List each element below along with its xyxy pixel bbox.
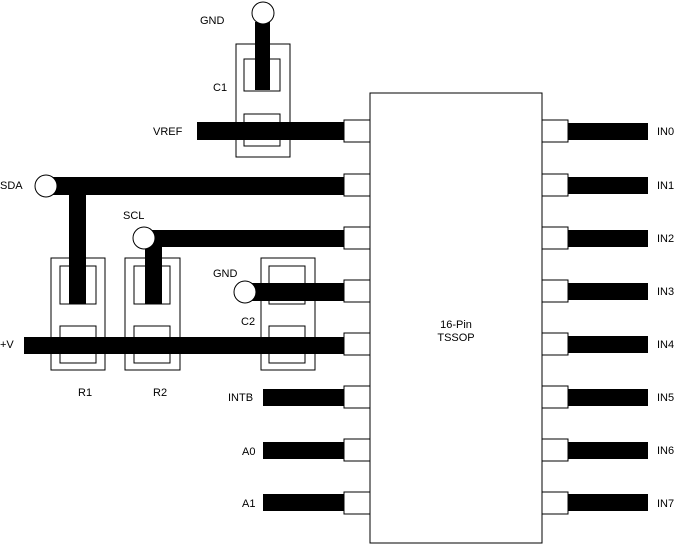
trace-intb	[263, 389, 344, 406]
label-in4: IN4	[657, 339, 674, 351]
trace-scl	[145, 230, 344, 247]
label-in1: IN1	[657, 180, 674, 192]
scl-via	[132, 226, 156, 250]
ic-pad-right-8	[541, 491, 569, 515]
trace-in6	[568, 442, 648, 459]
ic-pad-left-4	[343, 279, 371, 303]
trace-gnd-c2	[246, 283, 344, 301]
ic-pad-right-1	[541, 119, 569, 143]
ic-label-line1: 16-Pin	[440, 319, 472, 331]
ic-pad-left-8	[343, 491, 371, 515]
label-a0: A0	[242, 446, 255, 458]
trace-scl-r2	[145, 230, 162, 304]
trace-in7	[568, 494, 648, 511]
label-intb: INTB	[228, 392, 253, 404]
ic-label-line2: TSSOP	[437, 332, 474, 344]
gnd-top-via	[251, 1, 275, 25]
label-r1: R1	[78, 387, 92, 399]
label-in7: IN7	[657, 498, 674, 510]
label-gnd-top: GND	[200, 15, 225, 27]
ic-left-pads	[343, 119, 371, 515]
ic-pad-right-4	[541, 279, 569, 303]
label-r2: R2	[153, 387, 167, 399]
ic-body	[369, 92, 543, 544]
label-c2: C2	[241, 316, 255, 328]
trace-gnd-c1	[255, 22, 270, 90]
trace-in0	[568, 123, 648, 140]
ic-pad-left-6	[343, 385, 371, 409]
ic-pad-right-6	[541, 385, 569, 409]
label-in5: IN5	[657, 392, 674, 404]
label-in3: IN3	[657, 286, 674, 298]
trace-in4	[568, 336, 648, 353]
trace-in2	[568, 230, 648, 247]
label-gnd-c2: GND	[213, 268, 238, 280]
label-vref: VREF	[153, 126, 183, 138]
ic-pad-left-5	[343, 332, 371, 356]
trace-sda-r1	[69, 177, 86, 304]
ic-pad-right-5	[541, 332, 569, 356]
label-c1: C1	[213, 82, 227, 94]
trace-a1	[263, 494, 344, 511]
traces	[24, 22, 648, 511]
ic-pad-left-7	[343, 438, 371, 462]
ic-pad-left-1	[343, 119, 371, 143]
label-a1: A1	[242, 498, 255, 510]
ic-pad-right-3	[541, 226, 569, 250]
ic-pad-left-2	[343, 173, 371, 197]
sda-via	[34, 174, 58, 198]
trace-vref	[197, 122, 344, 140]
trace-a0	[263, 442, 344, 459]
ic-pad-right-2	[541, 173, 569, 197]
trace-sda	[46, 177, 344, 195]
label-in2: IN2	[657, 233, 674, 245]
ic-pad-right-7	[541, 438, 569, 462]
label-in6: IN6	[657, 445, 674, 457]
trace-in1	[568, 177, 648, 194]
label-scl: SCL	[123, 210, 144, 222]
label-vplus: +V	[0, 339, 14, 351]
trace-in5	[568, 389, 648, 406]
trace-in3	[568, 283, 648, 300]
trace-vplus	[24, 337, 344, 354]
label-in0: IN0	[657, 126, 674, 138]
gnd-c2-via	[233, 280, 257, 304]
label-sda: SDA	[0, 180, 23, 192]
ic-right-pads	[541, 119, 569, 515]
ic-pad-left-3	[343, 226, 371, 250]
